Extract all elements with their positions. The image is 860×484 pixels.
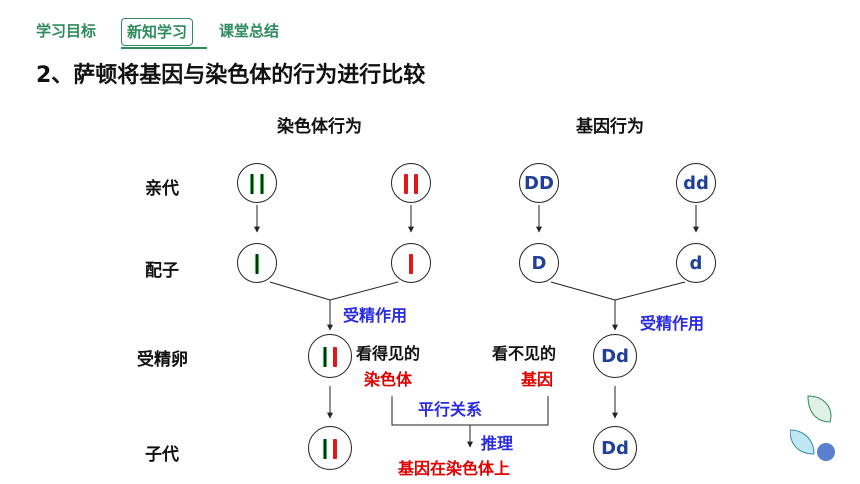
active-tab-underline (121, 47, 207, 49)
offspring-gene: Dd (593, 426, 637, 470)
parallel-relation-label: 平行关系 (418, 400, 483, 419)
parent-gene-dd-recessive: dd (676, 163, 716, 203)
row-label-zygote: 受精卵 (137, 350, 188, 370)
fertilization-label-gene: 受精作用 (640, 314, 705, 333)
chromosome-bar (333, 347, 337, 367)
gamete-gene-dominant: D (519, 243, 559, 283)
gamete-chromosome-red (391, 243, 431, 283)
gene-red-label: 基因 (521, 370, 554, 389)
gene-text: d (689, 252, 703, 274)
chromosome-bar (250, 174, 254, 194)
decorative-leaf-icon (790, 395, 835, 461)
gamete-chromosome-green (237, 243, 277, 283)
gene-text: D (531, 252, 547, 274)
chromosome-bar (323, 439, 327, 459)
parent-chromosome-green (237, 163, 277, 203)
conclusion-label: 基因在染色体上 (398, 459, 511, 478)
invisible-label: 看不见的 (492, 344, 557, 363)
row-label-parent: 亲代 (145, 179, 179, 199)
chromosome-bar (260, 174, 264, 194)
row-label-gamete: 配子 (145, 261, 179, 281)
chromosome-bar (323, 347, 327, 367)
gene-text: Dd (601, 345, 629, 367)
gene-behavior-heading: 基因行为 (576, 117, 644, 137)
chromosome-bar (414, 174, 418, 194)
chromosome-bar (255, 254, 259, 274)
page-title: 2、萨顿将基因与染色体的行为进行比较 (36, 63, 426, 88)
tab-lesson-summary[interactable]: 课堂总结 (219, 22, 280, 40)
inference-label: 推理 (481, 434, 514, 453)
tab-new-learning[interactable]: 新知学习 (121, 18, 194, 46)
chromosome-bar (404, 174, 408, 194)
chromosome-behavior-heading: 染色体行为 (277, 117, 362, 137)
gene-text: Dd (601, 437, 629, 459)
gene-text: dd (683, 172, 709, 194)
fertilization-label-chromosome: 受精作用 (343, 306, 408, 325)
chromosome-bar (333, 439, 337, 459)
visible-label: 看得见的 (356, 344, 421, 363)
offspring-chromosome (308, 426, 352, 470)
parent-chromosome-red (391, 163, 431, 203)
chromosome-bar (409, 254, 413, 274)
zygote-gene: Dd (593, 334, 637, 378)
gene-text: DD (524, 172, 554, 194)
zygote-chromosome (308, 334, 352, 378)
gamete-gene-recessive: d (676, 243, 716, 283)
parent-gene-dd-dominant: DD (519, 163, 559, 203)
row-label-offspring: 子代 (145, 445, 179, 465)
tab-learning-goals[interactable]: 学习目标 (36, 22, 97, 40)
chromosome-red-label: 染色体 (364, 370, 413, 389)
